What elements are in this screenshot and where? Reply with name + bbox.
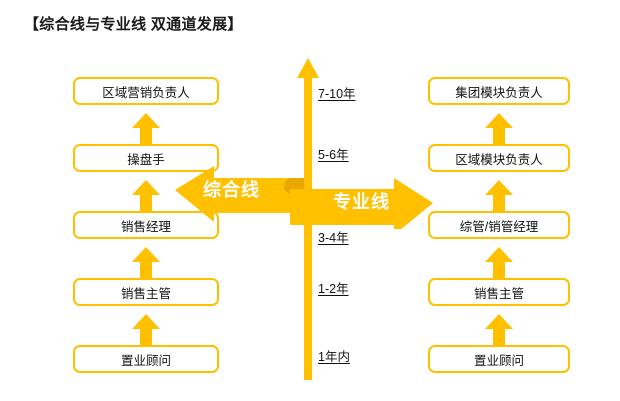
dual-track-banner (172, 163, 436, 229)
career-track-left: 区域营销负责人 操盘手 销售经理 销售主管 置业顾问 (73, 0, 233, 401)
role-box-left-2[interactable]: 销售主管 (73, 278, 219, 306)
arrow-up-icon (484, 246, 514, 282)
banner-label-right: 专业线 (333, 192, 390, 212)
role-box-left-4[interactable]: 操盘手 (73, 144, 219, 172)
career-track-right: 集团模块负责人 区域模块负责人 综管/销管经理 销售主管 置业顾问 (428, 0, 588, 401)
role-box-right-1[interactable]: 置业顾问 (428, 345, 570, 373)
role-box-right-2[interactable]: 销售主管 (428, 278, 570, 306)
time-label-5: 7-10年 (318, 87, 356, 101)
role-box-left-1[interactable]: 置业顾问 (73, 345, 219, 373)
role-box-right-4[interactable]: 区域模块负责人 (428, 144, 570, 172)
arrow-up-icon (131, 313, 161, 349)
time-label-2: 1-2年 (318, 282, 349, 296)
arrow-up-icon (131, 179, 161, 215)
time-label-1: 1年内 (318, 350, 350, 364)
role-box-left-5[interactable]: 区域营销负责人 (73, 77, 219, 105)
page-title: 【综合线与专业线 双通道发展】 (24, 16, 243, 33)
arrow-up-icon (484, 112, 514, 148)
arrow-up-icon (131, 112, 161, 148)
arrow-up-icon (484, 179, 514, 215)
arrow-up-icon (131, 246, 161, 282)
arrow-up-icon (484, 313, 514, 349)
banner-label-left: 综合线 (203, 180, 260, 200)
time-label-4: 5-6年 (318, 148, 349, 162)
arrow-left-icon (175, 166, 302, 222)
role-box-right-3[interactable]: 综管/销管经理 (428, 211, 570, 239)
role-box-left-3[interactable]: 销售经理 (73, 211, 219, 239)
role-box-right-5[interactable]: 集团模块负责人 (428, 77, 570, 105)
time-label-3: 3-4年 (318, 231, 349, 245)
